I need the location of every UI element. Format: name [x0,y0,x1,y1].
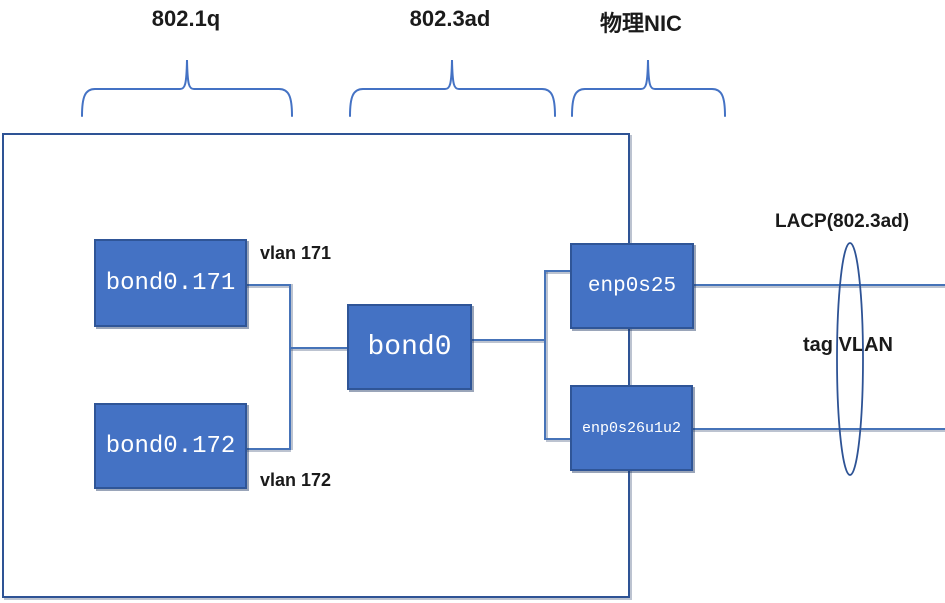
lacp-aggregation-ellipse [836,242,864,476]
connector-bond0171-stub [246,284,291,286]
connector-to-enp0s25 [546,270,572,272]
connector-vlan-trunk-vertical [289,284,291,450]
node-bond0-171: bond0.171 [94,239,247,327]
node-bond0-label: bond0 [367,331,452,363]
annotation-tag-vlan: tag VLAN [803,334,893,356]
label-802-1q: 802.1q [151,6,221,31]
node-bond0-172: bond0.172 [94,403,247,489]
connector-nic-trunk-vertical [544,270,546,440]
connector-to-enp0s26u1u2 [546,438,572,440]
connector-to-bond0-left [291,347,347,349]
host-boundary-rect [2,133,630,598]
node-bond0-172-label: bond0.172 [105,432,236,460]
node-enp0s25: enp0s25 [570,243,694,329]
node-enp0s26u1u2-label: enp0s26u1u2 [581,419,682,437]
node-enp0s25-label: enp0s25 [587,274,677,298]
annotation-vlan-171: vlan 171 [260,243,332,263]
brace-physical-nic [571,59,726,117]
connector-bond0172-stub [246,448,291,450]
cable-enp0s25-external [693,284,945,286]
brace-802-1q [81,59,293,117]
annotation-vlan-172: vlan 172 [260,470,332,490]
cable-enp0s26u1u2-external [692,428,945,430]
connector-bond0-right [471,339,546,341]
node-bond0-171-label: bond0.171 [105,269,236,297]
label-802-3ad: 802.3ad [409,6,491,31]
brace-802-3ad [349,59,556,117]
node-bond0: bond0 [347,304,472,390]
annotation-lacp: LACP(802.3ad) [775,211,910,232]
label-physical-nic: 物理NIC [600,11,682,36]
node-enp0s26u1u2: enp0s26u1u2 [570,385,693,471]
